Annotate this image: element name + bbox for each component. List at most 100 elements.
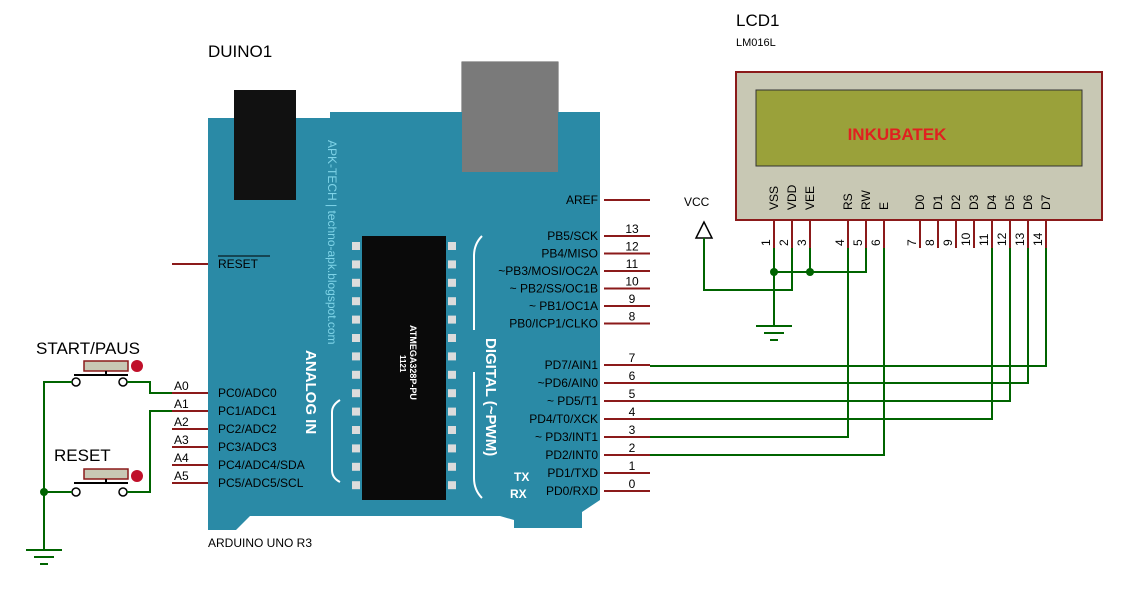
lcd-pin-number: 10 — [959, 232, 973, 246]
chip-pin-right — [448, 444, 456, 453]
lcd-pin[interactable]: VSS 1 — [759, 186, 781, 248]
digital-pin-name: PD2/INT0 — [545, 448, 598, 462]
wire-vcc-vdd — [703, 238, 793, 291]
digital-label: DIGITAL (~PWM) — [482, 338, 499, 456]
reset-button-label: RESET — [54, 446, 111, 465]
lcd-pin-name: E — [877, 202, 891, 210]
start-pause-button[interactable] — [71, 360, 143, 387]
lcd-pin-number: 7 — [905, 239, 919, 246]
lcd-pin-number: 6 — [869, 239, 883, 246]
chip-pin-left — [352, 242, 360, 250]
analog-pin-alias: A5 — [174, 469, 189, 483]
start-button-label: START/PAUS — [36, 339, 140, 358]
analog-pin-alias: A4 — [174, 451, 189, 465]
junction-dot — [40, 488, 48, 496]
digital-pin-number: 2 — [629, 441, 636, 455]
chip-label: ATMEGA328P-PU — [408, 325, 418, 400]
vcc-label: VCC — [684, 195, 710, 209]
lcd-pin-number: 1 — [759, 239, 773, 246]
digital-pin-number: 0 — [629, 477, 636, 491]
digital-pin-name: ~ PD5/T1 — [547, 394, 598, 408]
analog-pin-alias: A0 — [174, 379, 189, 393]
lcd-pin[interactable]: RW5 — [851, 190, 873, 248]
analog-pin-name: PC0/ADC0 — [218, 386, 277, 400]
reset-pin-label: RESET — [218, 257, 259, 271]
wire-buttons-gnd — [43, 381, 72, 550]
lcd-pin-name: D0 — [913, 194, 927, 210]
lcd-pin-number: 9 — [941, 239, 955, 246]
digital-pin-name: ~PB3/MOSI/OC2A — [498, 264, 598, 278]
lcd-pin[interactable]: RS4 — [833, 193, 855, 248]
lcd-pin-name: D2 — [949, 194, 963, 210]
analog-pin[interactable]: PC4/ADC4/SDA A4 — [172, 451, 305, 472]
duino-ref-label: DUINO1 — [208, 42, 272, 61]
digital-pin-number: 12 — [625, 240, 639, 254]
lcd-model-label: LM016L — [736, 37, 776, 49]
chip-code: 1121 — [398, 355, 407, 373]
digital-pin[interactable]: ~ PB1/OC1A 9 — [529, 292, 650, 313]
lcd-pin[interactable]: E6 — [869, 202, 891, 248]
lcd-pin[interactable]: D18 — [923, 194, 945, 248]
digital-pin[interactable]: ~ PB2/SS/OC1B 10 — [510, 275, 650, 296]
lcd-pin[interactable]: D2 9 — [941, 194, 963, 248]
junction-dot — [770, 268, 778, 276]
lcd-ref-label: LCD1 — [736, 11, 779, 30]
wire-d4 — [650, 248, 993, 420]
usb-connector-front — [462, 62, 558, 172]
analog-pin-name: PC4/ADC4/SDA — [218, 458, 305, 472]
chip-pin-left — [352, 278, 360, 287]
wire-reset-a1 — [127, 410, 172, 493]
chip-pin-left — [352, 352, 360, 361]
chip-pin-left — [352, 389, 360, 398]
lcd-pin-name: VSS — [767, 186, 781, 210]
lcd-pin[interactable]: D0 7 — [905, 194, 927, 248]
digital-pin-number: 10 — [625, 275, 639, 289]
digital-pin-name: PD0/RXD — [546, 484, 598, 498]
digital-pin[interactable]: PD2/INT0 2 — [545, 441, 650, 462]
digital-pin-name: ~ PB1/OC1A — [529, 299, 598, 313]
digital-pin-name: ~PD6/AIN0 — [538, 376, 599, 390]
chip-pin-left — [352, 334, 360, 342]
ground-icon — [756, 325, 792, 341]
digital-pin-number: 6 — [629, 369, 636, 383]
digital-pin-name: PD7/AIN1 — [545, 358, 599, 372]
analog-bracket — [331, 399, 341, 483]
digital-pin-name: ~ PB2/SS/OC1B — [510, 282, 598, 296]
analog-pin[interactable]: PC0/ADC0 A0 — [172, 379, 277, 400]
chip-pins — [352, 242, 456, 490]
lcd-pin-name: VDD — [785, 184, 799, 210]
digital-pin-name: PB4/MISO — [541, 247, 598, 261]
digital-pin-name: PB0/ICP1/CLKO — [509, 317, 598, 331]
junction-dot — [806, 268, 814, 276]
digital-pin-number: 7 — [629, 351, 636, 365]
digital-pin[interactable]: PD0/RXD 0 — [546, 477, 650, 498]
chip-pin-right — [448, 278, 456, 287]
digital-pin[interactable]: ~PD6/AIN0 6 — [538, 369, 650, 390]
digital-pin-name: ~ PD3/INT1 — [535, 430, 598, 444]
lcd-pin-number: 4 — [833, 239, 847, 246]
lcd-pin-number: 13 — [1013, 232, 1027, 246]
digital-pin-number: 9 — [629, 292, 636, 306]
digital-pin[interactable]: PD7/AIN1 7 — [545, 351, 650, 372]
digital-pin[interactable]: PB4/MISO 12 — [541, 240, 650, 261]
chip-pin-right — [448, 334, 456, 342]
